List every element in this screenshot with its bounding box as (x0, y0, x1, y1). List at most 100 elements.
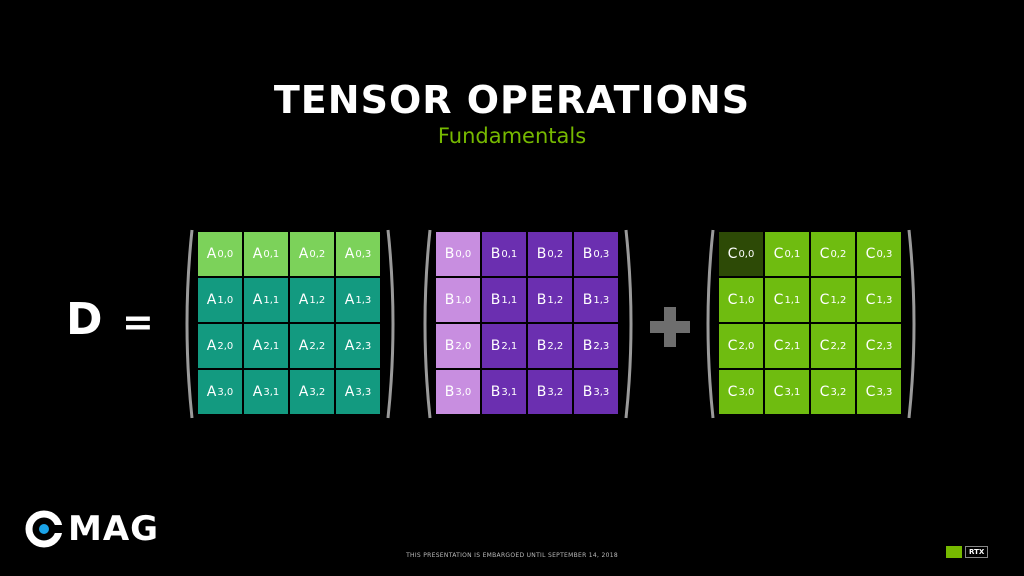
cell-index: 2,2 (830, 340, 847, 352)
cell-index: 2,0 (455, 340, 472, 352)
cell-index: 3,2 (547, 386, 564, 398)
cell-index: 3,3 (593, 386, 610, 398)
cell-index: 2,2 (309, 340, 326, 352)
cell-index: 2,3 (876, 340, 893, 352)
cell-index: 3,0 (217, 386, 234, 398)
cmag-logo: MAG (24, 508, 159, 550)
matrix-c-right-bracket (907, 229, 916, 419)
cell-letter: A (298, 384, 309, 400)
cell-letter: A (206, 292, 217, 308)
cell-letter: C (773, 338, 784, 354)
cell-index: 0,0 (217, 248, 234, 260)
cell-index: 3,1 (784, 386, 801, 398)
cell-index: 3,3 (876, 386, 893, 398)
cell-letter: A (252, 384, 263, 400)
cell-letter: A (206, 384, 217, 400)
cell-index: 2,0 (217, 340, 234, 352)
cell-letter: B (444, 384, 455, 400)
cell-index: 0,3 (355, 248, 372, 260)
cell-index: 1,2 (830, 294, 847, 306)
logo-text: MAG (68, 509, 160, 549)
cell-letter: B (582, 292, 593, 308)
nvidia-eye-icon (946, 546, 962, 558)
matrix-a-left-bracket (185, 229, 194, 419)
cell-index: 1,1 (784, 294, 801, 306)
cell-letter: B (490, 292, 501, 308)
slide-subtitle: Fundamentals (437, 124, 587, 148)
cell-index: 3,2 (830, 386, 847, 398)
cell-letter: B (536, 338, 547, 354)
cell-letter: C (773, 292, 784, 308)
cell-index: 2,2 (547, 340, 564, 352)
cell-letter: B (490, 384, 501, 400)
cell-index: 2,1 (501, 340, 518, 352)
cell-index: 2,0 (738, 340, 755, 352)
cell-letter: A (298, 338, 309, 354)
cell-letter: A (252, 338, 263, 354)
cell-index: 0,2 (830, 248, 847, 260)
cell-index: 1,3 (355, 294, 372, 306)
cell-letter: B (582, 246, 593, 262)
cell-letter: A (344, 384, 355, 400)
cell-letter: A (298, 292, 309, 308)
cell-letter: C (865, 384, 876, 400)
cell-index: 3,3 (355, 386, 372, 398)
cell-index: 2,3 (593, 340, 610, 352)
cell-letter: B (444, 292, 455, 308)
cell-letter: A (298, 246, 309, 262)
equals-sign: = (122, 300, 154, 344)
cell-index: 1,2 (547, 294, 564, 306)
cell-letter: A (344, 338, 355, 354)
cell-index: 2,3 (355, 340, 372, 352)
cell-index: 1,1 (501, 294, 518, 306)
cell-letter: C (819, 292, 830, 308)
cell-index: 1,1 (263, 294, 280, 306)
cell-letter: C (773, 246, 784, 262)
cell-index: 3,0 (738, 386, 755, 398)
cell-letter: B (536, 292, 547, 308)
cell-index: 2,1 (263, 340, 280, 352)
cell-letter: C (865, 338, 876, 354)
matrix-c-left-bracket (706, 229, 715, 419)
cell-letter: C (727, 384, 738, 400)
plus-icon (648, 305, 692, 349)
cell-letter: C (773, 384, 784, 400)
cell-letter: C (727, 338, 738, 354)
cell-letter: B (444, 246, 455, 262)
cell-letter: B (490, 338, 501, 354)
result-matrix-d: D (66, 294, 103, 345)
cell-index: 3,2 (309, 386, 326, 398)
cell-letter: B (536, 384, 547, 400)
cell-index: 0,3 (876, 248, 893, 260)
cell-letter: C (865, 246, 876, 262)
cell-letter: A (206, 338, 217, 354)
